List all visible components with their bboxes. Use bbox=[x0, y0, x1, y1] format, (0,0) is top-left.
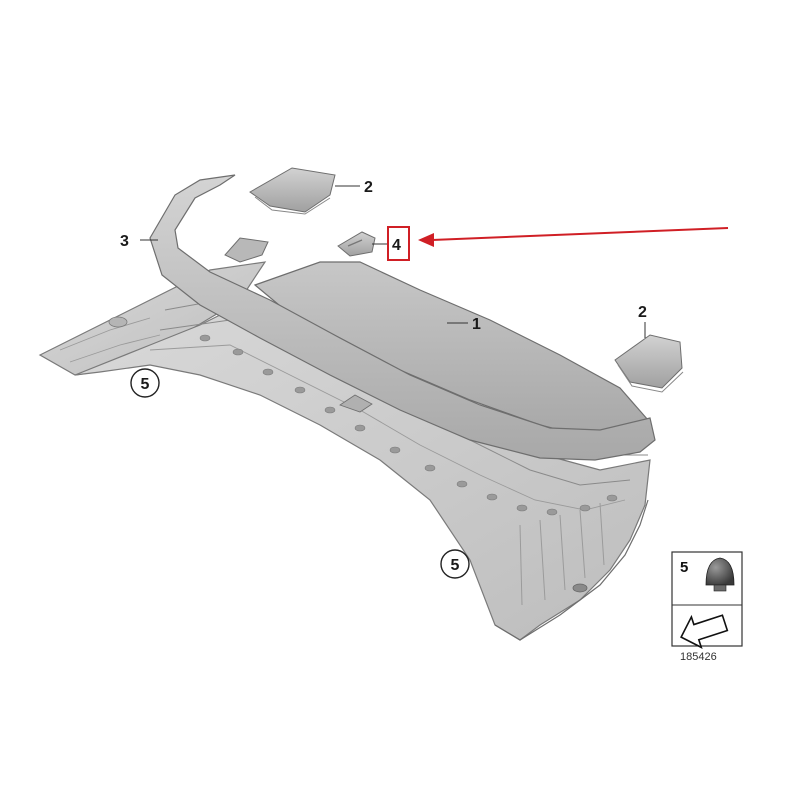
callout-2-right: 2 bbox=[638, 304, 647, 321]
buffer-icon bbox=[705, 557, 735, 586]
callout-2-top: 2 bbox=[364, 179, 373, 196]
trim-strip bbox=[149, 174, 656, 461]
centre-clip bbox=[339, 394, 373, 413]
callout-3: 3 bbox=[120, 233, 129, 250]
cap-top-edge bbox=[254, 196, 331, 215]
highlight-box bbox=[387, 226, 410, 261]
shelf-bracket bbox=[224, 237, 269, 263]
install-arrow-icon bbox=[680, 614, 729, 649]
rear-panel-lower-edge bbox=[494, 499, 649, 641]
left-wing-detail bbox=[59, 317, 161, 363]
cap-right bbox=[614, 334, 683, 389]
svg-text:5: 5 bbox=[141, 376, 150, 393]
left-wing-boss bbox=[108, 316, 128, 328]
rear-panel-ribs bbox=[519, 502, 605, 606]
callout-1: 1 bbox=[472, 316, 481, 333]
lower-hole bbox=[572, 583, 588, 593]
callout-5-bottom: 5 bbox=[440, 549, 470, 579]
svg-text:5: 5 bbox=[451, 557, 460, 574]
leader-lines bbox=[140, 185, 646, 338]
cap-right-edge bbox=[617, 364, 684, 393]
clip-part-4-mark bbox=[347, 239, 363, 247]
rear-panel-ledge-3 bbox=[149, 344, 626, 511]
highlight-arrow bbox=[418, 227, 729, 247]
legend-box: 5 bbox=[671, 551, 743, 649]
callout-5-left: 5 bbox=[130, 368, 160, 398]
legend-item-number: 5 bbox=[680, 559, 688, 576]
cap-top bbox=[249, 167, 336, 213]
callout-4: 4 bbox=[392, 237, 401, 254]
mounting-holes bbox=[199, 334, 618, 516]
clip-part-4 bbox=[337, 231, 376, 257]
reference-number: 185426 bbox=[680, 651, 717, 663]
